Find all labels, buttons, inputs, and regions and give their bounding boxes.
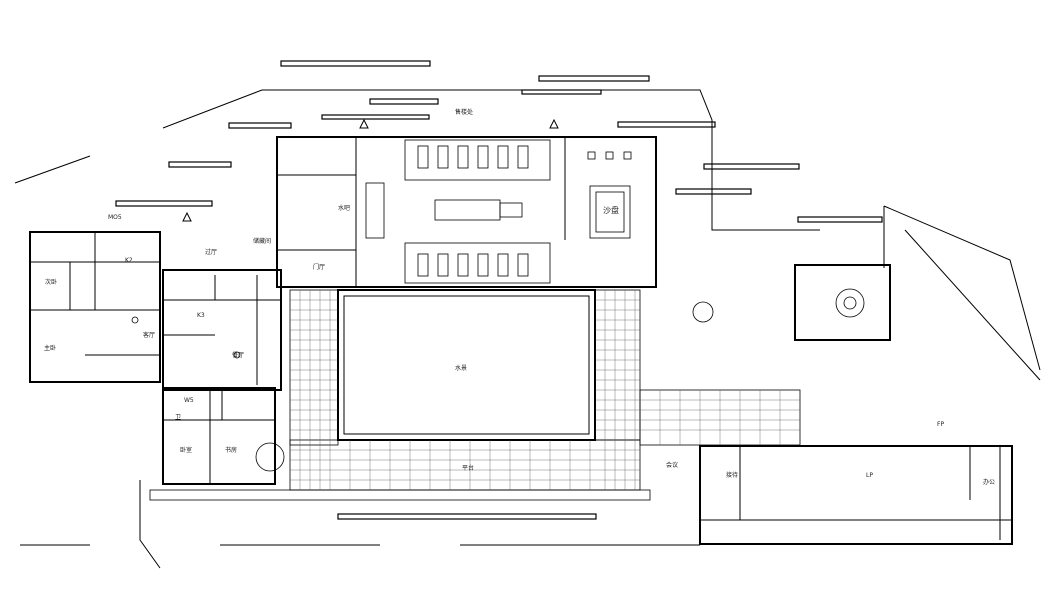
- label-room-5: 卫: [175, 414, 182, 421]
- label-room-4: 餐厅: [232, 352, 245, 359]
- label-k3: K3: [197, 312, 205, 319]
- label-fp: FP: [937, 421, 945, 428]
- furniture-sofas: [131, 139, 865, 472]
- label-pool: 水景: [455, 365, 468, 372]
- label-room-2: 次卧: [45, 279, 58, 286]
- label-water-bar: 水吧: [338, 205, 351, 212]
- pool-and-paving: [149, 289, 801, 501]
- label-storage: 储藏间: [253, 238, 272, 245]
- label-mo5: MO5: [108, 214, 122, 221]
- label-side-b: 办公: [983, 479, 996, 486]
- label-w5: W5: [184, 397, 194, 404]
- label-room-3: 客厅: [143, 332, 156, 339]
- label-side-a: 会议: [666, 462, 679, 469]
- outer-site-lines: [14, 89, 1041, 569]
- label-k2: K2: [125, 257, 133, 264]
- floating-slab-bars: [115, 60, 883, 520]
- paving-grid: [290, 290, 800, 490]
- label-deck: 平台: [462, 465, 475, 472]
- main-building-walls: [29, 136, 1013, 545]
- label-room-1: 主卧: [44, 345, 57, 352]
- warning-triangles: [182, 118, 559, 222]
- label-ff: 接待: [726, 472, 739, 479]
- label-lp: LP: [866, 472, 873, 479]
- interior-partitions: [30, 137, 1012, 521]
- label-sand-table: 沙盘: [603, 206, 619, 215]
- label-room-7: 书房: [225, 447, 238, 454]
- label-corridor: 过厅: [205, 249, 218, 256]
- label-sales-hall-top: 售楼处: [455, 109, 474, 116]
- label-entrance: 门厅: [313, 264, 326, 271]
- label-room-6: 卧室: [180, 447, 193, 454]
